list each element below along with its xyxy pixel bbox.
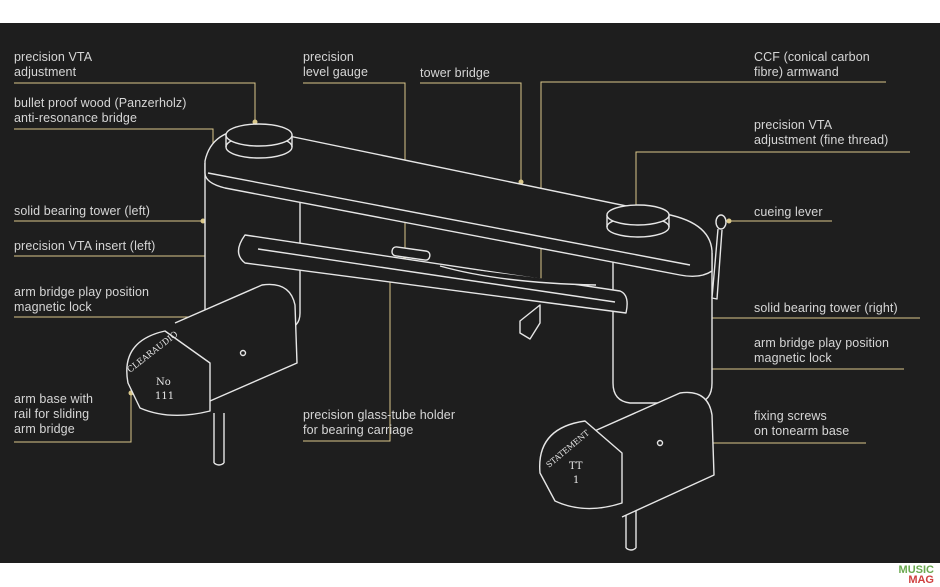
leader-ccf-armwand [540, 81, 886, 299]
glass-tube-holder [237, 234, 628, 314]
engraving-no-left: No [156, 377, 171, 388]
arm-base-right-front [539, 420, 623, 510]
label-magnetic-lock-left: arm bridge play position magnetic lock [14, 285, 150, 314]
watermark-line1: MUSIC [898, 564, 934, 576]
tonearm-illustration: CLEARAUDIO No 111 STATEMENT TT 1 [14, 81, 920, 551]
cueing-knob [715, 214, 727, 230]
leader-vta-fine-thread [635, 151, 910, 211]
label-vta-insert-left: precision VTA insert (left) [14, 239, 156, 253]
label-vta-adjustment: precision VTA adjustment [14, 50, 93, 79]
engraving-tt-right: TT [569, 461, 583, 472]
engraving-number-left: 111 [155, 391, 174, 402]
label-bearing-tower-left: solid bearing tower (left) [14, 204, 150, 218]
screw-right [656, 439, 664, 447]
tonearm-line-art [126, 123, 727, 551]
label-level-gauge: precision level gauge [303, 50, 369, 79]
leader-tower-bridge [420, 82, 522, 181]
arm-base-left-front [126, 330, 211, 417]
label-fixing-screws: fixing screws on tonearm base [754, 409, 850, 438]
watermark-line2: MAG [908, 574, 934, 586]
label-glass-tube-holder: precision glass-tube holder for bearing … [303, 408, 456, 437]
left-shaft [213, 413, 225, 466]
engraving-number-right: 1 [573, 475, 579, 486]
vta-knob-right-top [606, 204, 670, 226]
armwand [439, 265, 597, 286]
label-tower-bridge: tower bridge [420, 66, 490, 80]
leader-glass-tube [303, 281, 391, 442]
cartridge [519, 304, 541, 340]
tube-edge [257, 248, 616, 303]
label-cueing-lever: cueing lever [754, 205, 823, 219]
level-gauge [391, 246, 431, 261]
label-bearing-tower-right: solid bearing tower (right) [754, 301, 898, 315]
leader-arm-base [14, 394, 132, 443]
leader-vta-adjustment [14, 82, 256, 121]
label-arm-base-rail: arm base with rail for sliding arm bridg… [14, 392, 94, 436]
diagram-panel: CLEARAUDIO No 111 STATEMENT TT 1 precisi… [0, 23, 940, 563]
vta-knob-left-top [225, 123, 293, 147]
label-vta-fine-thread: precision VTA adjustment (fine thread) [754, 118, 889, 147]
watermark-logo: MUSIC MAG [898, 564, 934, 586]
leader-bullet-proof-wood [14, 128, 214, 177]
label-ccf-armwand: CCF (conical carbon fibre) armwand [754, 50, 870, 79]
panzerholz-layer [207, 172, 691, 266]
cueing-lever [711, 228, 723, 300]
label-magnetic-lock-right: arm bridge play position magnetic lock [754, 336, 890, 365]
label-bullet-proof-wood: bullet proof wood (Panzerholz) anti-reso… [14, 96, 187, 125]
screw-left [239, 349, 247, 357]
